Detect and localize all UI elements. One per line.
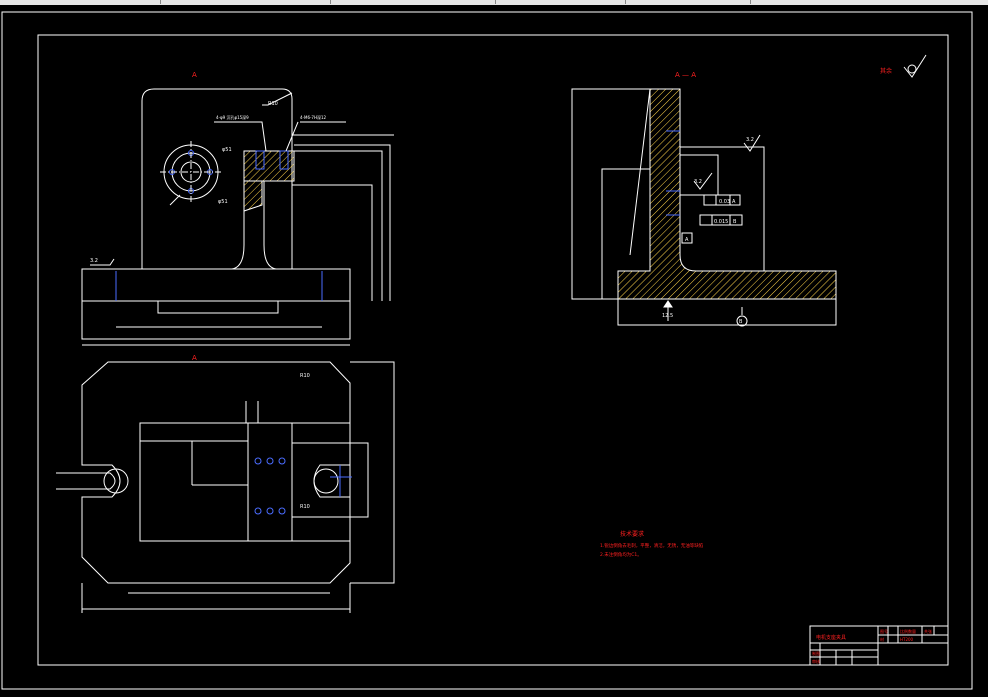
front-view-label: A — [192, 71, 197, 79]
hole-note: 4-φ9 沉孔φ15深9 — [216, 114, 249, 120]
section-view: A — A 0.03 A 0.015 B A 3.2 3.2 12.5 — [571, 71, 837, 327]
title-r4c1: 审核 — [812, 658, 820, 664]
toolbar-segment[interactable] — [160, 0, 331, 4]
section-dim: 12.5 — [662, 313, 673, 319]
notes-line-2: 2.未注倒角均为C1。 — [600, 551, 642, 558]
roughness-section-2: 3.2 — [694, 179, 702, 185]
technical-notes: 技术要求 1.锐边倒角去毛刺，平整，清洁，无锈，无油等缺陷 2.未注倒角均为C1… — [600, 530, 704, 558]
datum-a-symbol: A — [685, 237, 689, 243]
tolerance-1: 0.03 — [719, 199, 730, 205]
top-view: A R10 R10 — [56, 354, 395, 613]
inner-frame — [37, 34, 949, 666]
top-view-label: A — [192, 354, 197, 362]
title-r1c1: 图号 — [880, 628, 888, 634]
toolbar-segment[interactable] — [625, 0, 751, 4]
datum-b-ref: B — [733, 219, 737, 225]
datum-a-ref: A — [732, 199, 736, 205]
general-roughness: 其余 — [880, 54, 927, 78]
toolbar-segment[interactable] — [330, 0, 496, 4]
phi-label: φ51 — [222, 147, 232, 153]
pcd-label: φ51 — [218, 199, 228, 205]
toolbar-segment[interactable] — [0, 0, 161, 4]
roughness-front: 3.2 — [90, 258, 98, 264]
thread-note: 4-M6-7H深12 — [300, 114, 327, 120]
drawing-canvas[interactable]: A — [0, 5, 988, 693]
title-r1c2: 比例数量 — [900, 628, 916, 634]
notes-title: 技术要求 — [620, 530, 644, 538]
toolbar-segment[interactable] — [495, 0, 626, 4]
r10-plan-label: R10 — [300, 373, 310, 379]
title-r1c3: 共张 — [924, 628, 932, 634]
front-view: A — [81, 71, 394, 346]
datum-b-symbol: B — [739, 319, 743, 325]
notes-line-1: 1.锐边倒角去毛刺，平整，清洁，无锈，无油等缺陷 — [600, 542, 704, 549]
title-r2c1: 材 — [880, 636, 884, 642]
section-view-label: A — A — [675, 71, 696, 79]
title-block: 电机支座夹具 图号 比例数量 共张 材 HT200 制图 审核 — [809, 625, 949, 666]
cad-drawing[interactable]: A — [0, 5, 988, 693]
title-r3c1: 制图 — [812, 650, 820, 656]
application-top-strip — [0, 0, 988, 5]
tolerance-2: 0.015 — [714, 219, 728, 225]
title-r2c2: HT200 — [900, 637, 914, 642]
outer-frame — [1, 11, 973, 690]
r10-slot-label: R10 — [300, 504, 310, 510]
title-name: 电机支座夹具 — [816, 634, 846, 641]
roughness-corner-label: 其余 — [880, 67, 892, 75]
r10-top-label: R10 — [268, 101, 278, 107]
roughness-section: 3.2 — [746, 137, 754, 143]
